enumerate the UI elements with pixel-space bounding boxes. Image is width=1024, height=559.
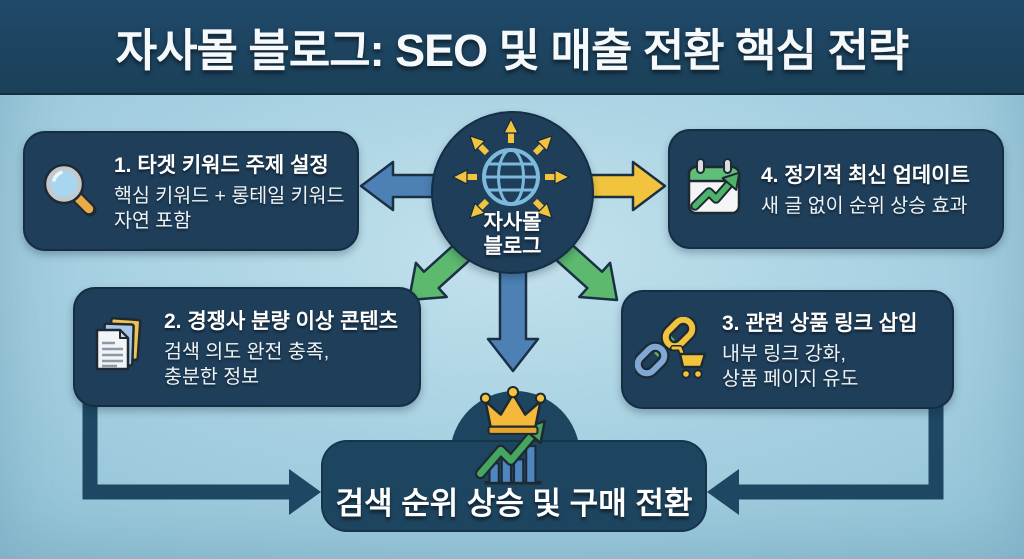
- globe-arrows-icon: [451, 117, 571, 219]
- strategy-box-2-content-volume: 2. 경쟁사 분량 이상 콘텐츠 검색 의도 완전 충족, 충분한 정보: [73, 287, 421, 407]
- strategy-box-3-product-links: 3. 관련 상품 링크 삽입 내부 링크 강화, 상품 페이지 유도: [621, 290, 954, 409]
- documents-icon: [95, 316, 142, 371]
- box-body: 핵심 키워드 + 롱테일 키워드 자연 포함: [114, 184, 345, 232]
- strategy-box-4-regular-updates: 4. 정기적 최신 업데이트 새 글 없이 순위 상승 효과: [668, 129, 1004, 249]
- center-hub-blog: 자사몰 블로그: [431, 111, 594, 274]
- crown-icon: [479, 386, 547, 435]
- box-body: 내부 링크 강화, 상품 페이지 유도: [722, 343, 859, 390]
- radiating-arrows: [451, 117, 571, 219]
- magnifier-icon: [43, 163, 97, 217]
- page-title: 자사몰 블로그: SEO 및 매출 전환 핵심 전략: [115, 25, 910, 76]
- box-body: 새 글 없이 순위 상승 효과: [761, 195, 968, 218]
- calendar-update-icon: [687, 158, 741, 215]
- arrowhead-left-icon: [707, 469, 739, 515]
- crown-growth-chart-icon: [474, 386, 547, 485]
- strategy-box-1-target-keywords: 1. 타겟 키워드 주제 설정 핵심 키워드 + 롱테일 키워드 자연 포함: [23, 131, 359, 251]
- connector-box3-to-outcome: [707, 400, 944, 515]
- arrowhead-right-icon: [289, 469, 321, 515]
- box-title: 3. 관련 상품 링크 삽입: [722, 312, 918, 336]
- shopping-cart-icon: [670, 344, 707, 379]
- bar-chart-bars: [488, 445, 537, 484]
- box-title: 4. 정기적 최신 업데이트: [761, 164, 970, 188]
- box-title: 1. 타겟 키워드 주제 설정: [114, 153, 329, 177]
- box-title: 2. 경쟁사 분량 이상 콘텐츠: [164, 309, 399, 333]
- connector-box2-to-outcome: [82, 398, 321, 515]
- outcome-label: 검색 순위 상승 및 구매 전환: [335, 486, 693, 521]
- box-body: 검색 의도 완전 충족, 충분한 정보: [164, 340, 330, 388]
- hub-label: 자사몰 블로그: [483, 211, 542, 259]
- chain-link-cart-icon: [635, 316, 707, 379]
- header-bar: 자사몰 블로그: SEO 및 매출 전환 핵심 전략: [0, 0, 1024, 95]
- arrow-hub-to-outcome-icon: [486, 264, 540, 373]
